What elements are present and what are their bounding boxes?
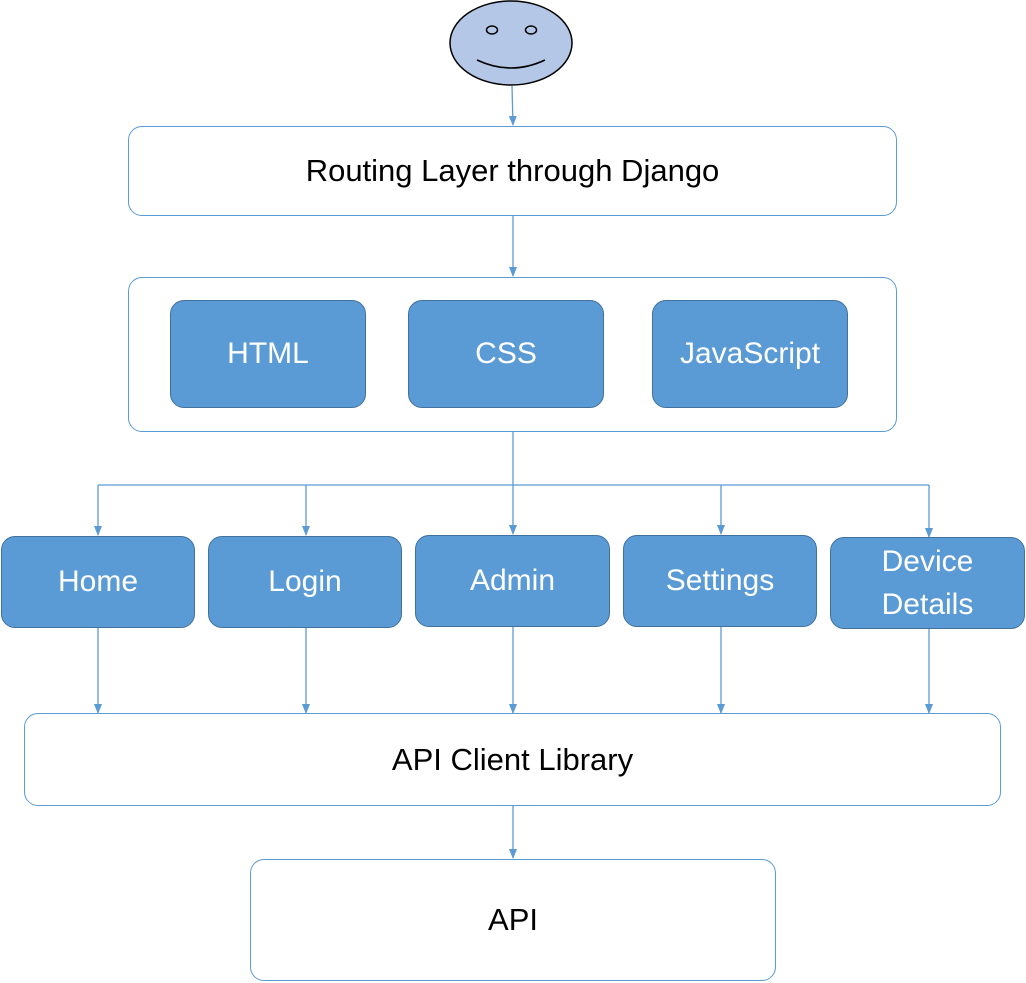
smiley-face-icon xyxy=(449,0,573,86)
javascript-label: JavaScript xyxy=(679,337,821,371)
html-box: HTML xyxy=(170,300,366,408)
page-login-label: Login xyxy=(268,565,342,599)
css-label: CSS xyxy=(475,337,537,371)
html-label: HTML xyxy=(227,337,309,371)
arrow-user-to-routing xyxy=(508,85,517,126)
api-client-library-label: API Client Library xyxy=(391,741,634,777)
page-home-label: Home xyxy=(57,565,139,599)
page-device-details-box: Device Details xyxy=(830,537,1025,629)
css-box: CSS xyxy=(408,300,604,408)
page-settings-label: Settings xyxy=(665,564,775,598)
page-device-details-label: Device Details xyxy=(881,544,974,622)
page-login-box: Login xyxy=(208,536,402,628)
api-client-library-box: API Client Library xyxy=(24,713,1001,806)
routing-layer-box: Routing Layer through Django xyxy=(128,126,897,216)
page-home-box: Home xyxy=(1,536,195,628)
api-label: API xyxy=(488,902,538,937)
routing-layer-label: Routing Layer through Django xyxy=(305,153,720,188)
javascript-box: JavaScript xyxy=(652,300,848,408)
api-box: API xyxy=(250,859,776,981)
page-admin-box: Admin xyxy=(415,535,610,627)
page-admin-label: Admin xyxy=(469,564,556,598)
page-settings-box: Settings xyxy=(623,535,817,627)
